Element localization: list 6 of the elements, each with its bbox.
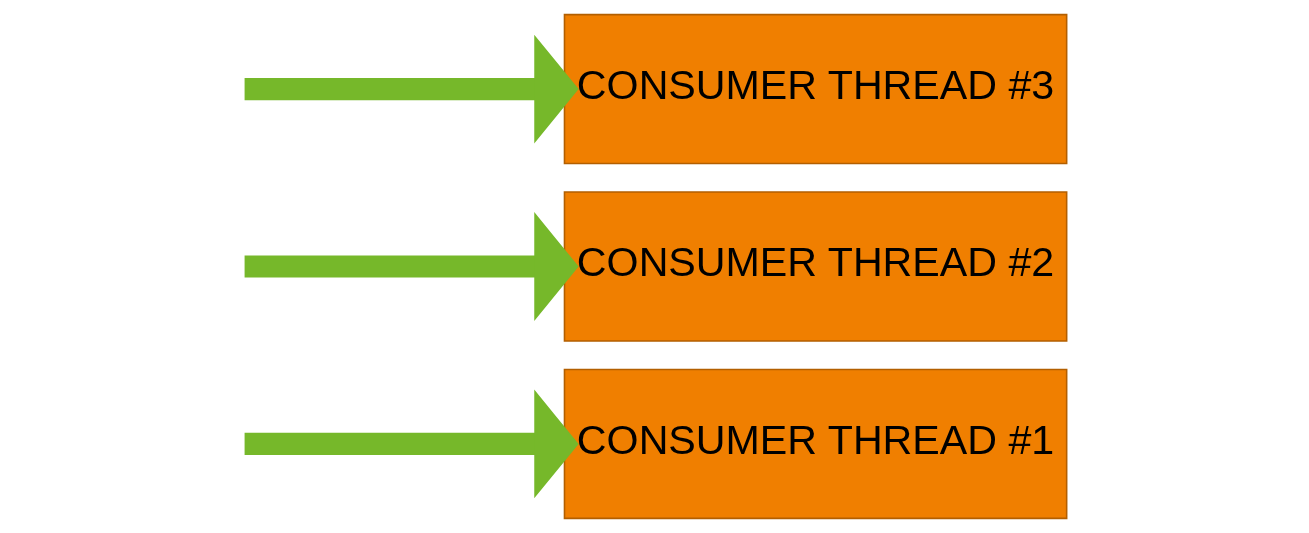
node-box: CONSUMER THREAD #3 — [563, 13, 1067, 165]
node-box: CONSUMER THREAD #1 — [563, 368, 1067, 520]
node-box: CONSUMER THREAD #2 — [563, 191, 1067, 342]
arrow — [244, 212, 579, 321]
arrow — [244, 389, 579, 499]
arrow — [244, 34, 579, 144]
